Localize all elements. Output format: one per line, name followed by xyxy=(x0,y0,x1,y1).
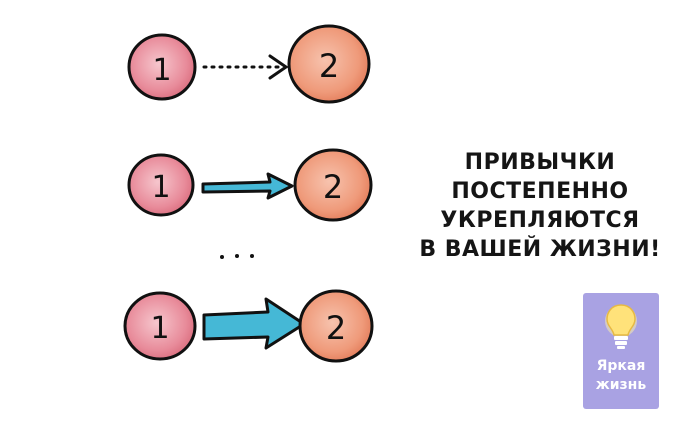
caption-line: ПОСТЕПЕННО xyxy=(451,179,629,204)
node-label: 1 xyxy=(151,170,170,205)
node-2: 2 xyxy=(293,148,373,222)
node-2: 2 xyxy=(287,24,371,104)
row-3: 1 2 xyxy=(123,289,374,363)
node-label: 2 xyxy=(326,309,346,347)
row-1: 1 2 xyxy=(127,24,371,104)
thin-arrow xyxy=(201,172,294,200)
node-label: 1 xyxy=(150,311,169,346)
ellipsis xyxy=(220,254,254,259)
brand-label-line: Яркая xyxy=(596,358,646,374)
caption-line: УКРЕПЛЯЮТСЯ xyxy=(440,208,640,233)
node-label: 2 xyxy=(323,168,343,206)
caption-line: ПРИВЫЧКИ xyxy=(464,150,616,175)
thick-arrow xyxy=(202,297,306,350)
node-1: 1 xyxy=(127,153,195,217)
brand-label-line: жизнь xyxy=(595,377,647,393)
node-2: 2 xyxy=(298,289,374,363)
brand-label: Яркая жизнь xyxy=(583,357,659,395)
node-label: 2 xyxy=(319,47,339,85)
arrowhead xyxy=(268,54,289,80)
node-1: 1 xyxy=(123,291,197,361)
caption: ПРИВЫЧКИ ПОСТЕПЕННО УКРЕПЛЯЮТСЯ В ВАШЕЙ … xyxy=(405,148,675,264)
caption-line: В ВАШЕЙ ЖИЗНИ! xyxy=(419,237,661,262)
brand-badge: Яркая жизнь xyxy=(583,293,659,409)
node-1: 1 xyxy=(127,33,197,101)
lightbulb-icon xyxy=(605,304,637,349)
node-label: 1 xyxy=(152,53,171,88)
row-2: 1 2 xyxy=(127,148,373,222)
